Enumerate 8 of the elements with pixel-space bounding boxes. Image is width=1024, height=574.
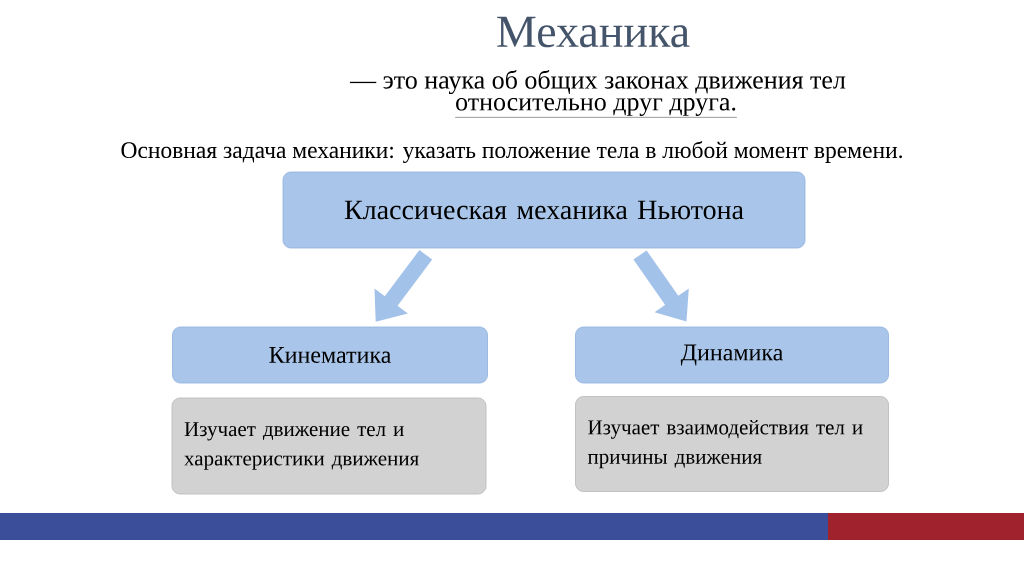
text-line: относительно друг друга.	[454, 98, 738, 118]
topic-box: Динамика	[575, 326, 889, 384]
description-box: Изучает движение тел и характеристики движения	[171, 397, 487, 495]
topic-box: Кинематика	[172, 326, 488, 384]
title: Механика	[497, 16, 690, 48]
header-box: Классическая механика Ньютона	[282, 171, 806, 249]
text-line: — это наука об общих законах движения тел	[349, 69, 846, 95]
description-box: Изучает взаимодействия тел и причины движения	[575, 396, 889, 492]
